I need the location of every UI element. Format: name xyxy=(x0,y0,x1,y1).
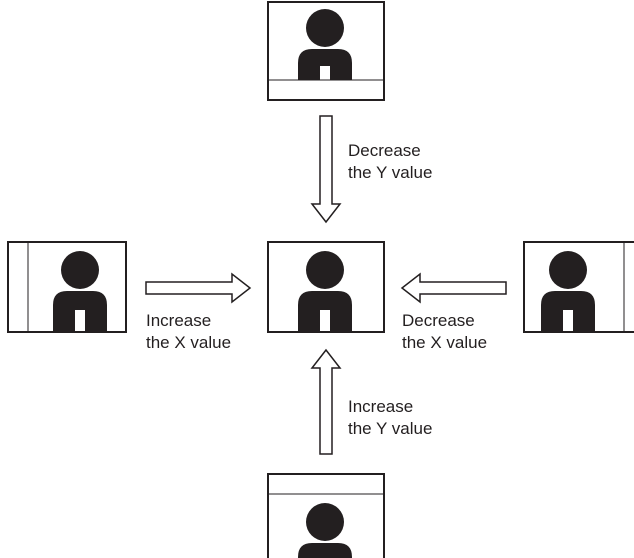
person-icon xyxy=(541,251,595,332)
frame-bottom xyxy=(267,473,385,558)
label-decrease-x: Decrease the X value xyxy=(402,310,487,354)
label-decrease-y: Decrease the Y value xyxy=(348,140,432,184)
label-increase-y: Increase the Y value xyxy=(348,396,432,440)
person-icon xyxy=(298,251,352,332)
person-icon xyxy=(298,9,352,80)
label-line: the X value xyxy=(146,333,232,352)
label-line: the Y value xyxy=(348,419,433,438)
label-line: the X value xyxy=(402,333,488,352)
frame-top xyxy=(267,1,385,101)
arrow-icon xyxy=(310,348,342,455)
label-line: Increase xyxy=(348,397,414,416)
arrow-icon xyxy=(400,272,507,304)
arrow-icon xyxy=(145,272,252,304)
person-icon xyxy=(53,251,107,332)
label-line: Increase xyxy=(146,311,212,330)
label-line: Decrease xyxy=(348,141,421,160)
arrow-icon xyxy=(310,115,342,224)
frame-center xyxy=(267,241,385,333)
label-increase-x: Increase the X value xyxy=(146,310,231,354)
label-line: the Y value xyxy=(348,163,433,182)
label-line: Decrease xyxy=(402,311,475,330)
person-icon xyxy=(298,503,352,558)
